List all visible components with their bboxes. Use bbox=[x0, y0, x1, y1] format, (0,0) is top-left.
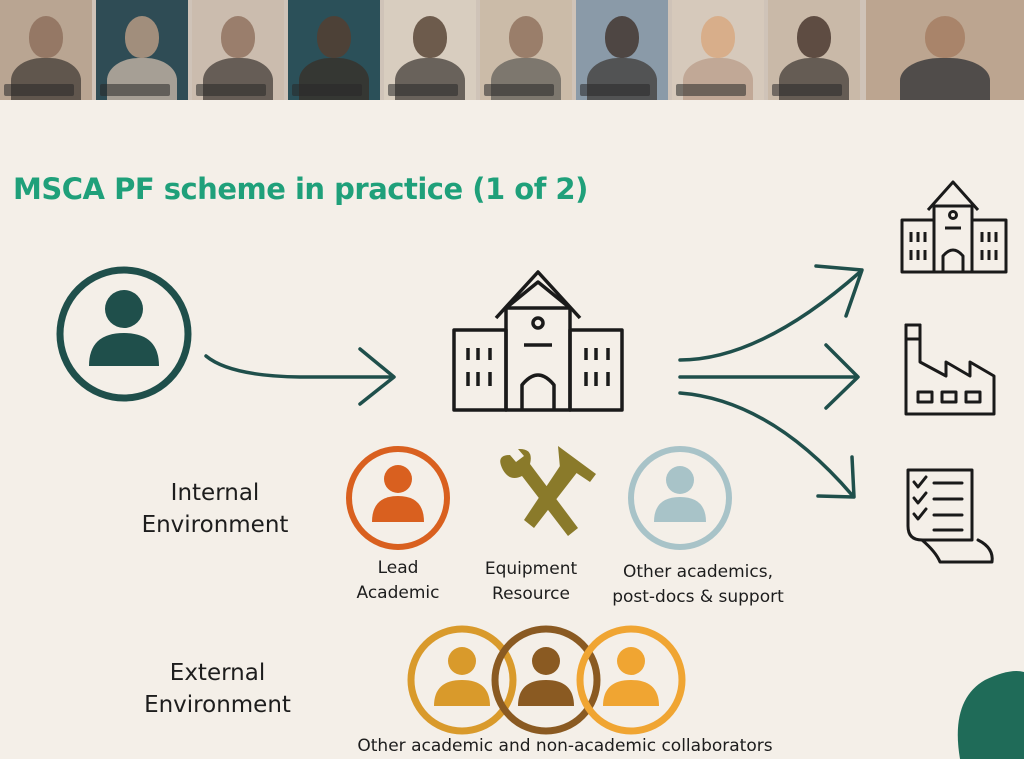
participant-strip bbox=[0, 0, 1024, 100]
slide-title: MSCA PF scheme in practice (1 of 2) bbox=[13, 172, 588, 206]
internal-env-line1: Internal bbox=[170, 480, 260, 506]
participant-tile[interactable] bbox=[288, 0, 380, 100]
participant-tile[interactable] bbox=[96, 0, 188, 100]
factory-icon bbox=[904, 323, 996, 416]
other-academics-label: Other academics, post-docs & support bbox=[600, 560, 796, 610]
participant-tile[interactable] bbox=[672, 0, 764, 100]
participant-tile[interactable] bbox=[866, 0, 1024, 100]
participant-tile[interactable] bbox=[480, 0, 572, 100]
collaborator-person-icon bbox=[576, 625, 686, 735]
career-paths-arrows bbox=[678, 264, 864, 499]
other-academics-person-icon bbox=[628, 446, 732, 550]
checklist-icon bbox=[906, 468, 994, 564]
external-env-line2: Environment bbox=[144, 692, 291, 718]
equipment-line2: Resource bbox=[492, 584, 570, 604]
tools-icon bbox=[500, 446, 596, 536]
other-line1: Other academics, bbox=[623, 562, 773, 582]
university-small-icon bbox=[900, 180, 1008, 274]
participant-tile[interactable] bbox=[576, 0, 668, 100]
lead-academic-label: Lead Academic bbox=[338, 556, 458, 606]
lead-academic-person-icon bbox=[346, 446, 450, 550]
arrow-right-icon bbox=[204, 347, 396, 406]
fellow-person-icon bbox=[56, 266, 192, 402]
collaborator-person-icon bbox=[407, 625, 517, 735]
lead-line2: Academic bbox=[356, 583, 440, 603]
other-line2: post-docs & support bbox=[612, 587, 784, 607]
university-icon bbox=[452, 270, 624, 412]
equipment-line1: Equipment bbox=[484, 559, 578, 579]
decorative-blob bbox=[957, 671, 1024, 759]
participant-tile[interactable] bbox=[192, 0, 284, 100]
equipment-label: Equipment Resource bbox=[468, 557, 594, 607]
external-env-label: External Environment bbox=[130, 657, 305, 721]
external-env-line1: External bbox=[169, 660, 266, 686]
participant-tile[interactable] bbox=[0, 0, 92, 100]
collaborator-person-icon bbox=[491, 625, 601, 735]
internal-env-line2: Environment bbox=[141, 512, 289, 538]
internal-env-label: Internal Environment bbox=[130, 477, 300, 541]
collaborators-label: Other academic and non-academic collabor… bbox=[357, 736, 773, 756]
participant-tile[interactable] bbox=[768, 0, 860, 100]
participant-tile[interactable] bbox=[384, 0, 476, 100]
lead-line1: Lead bbox=[377, 558, 419, 578]
